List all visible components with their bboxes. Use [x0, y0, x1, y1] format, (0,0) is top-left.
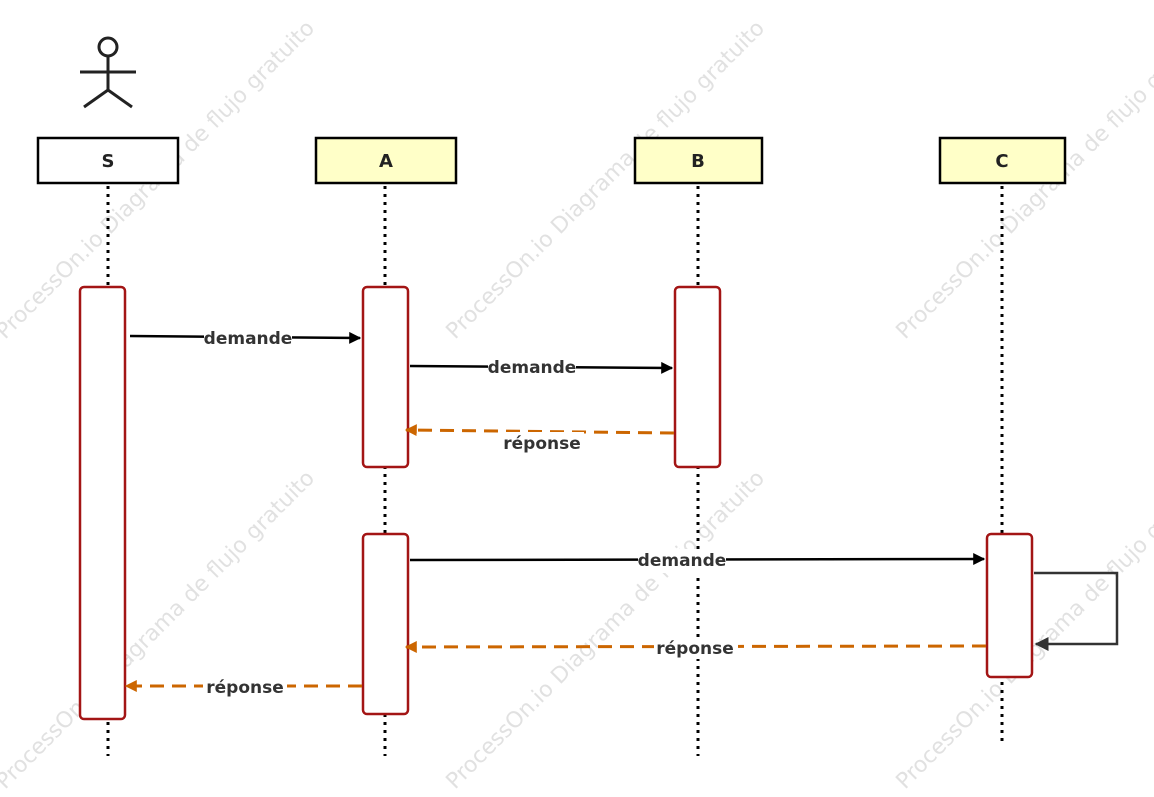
message-label: réponse — [656, 639, 734, 659]
participant-box[interactable] — [36, 136, 180, 185]
message-label: demande — [638, 551, 727, 571]
participant-c[interactable]: C — [938, 136, 1067, 185]
message-a-to-c[interactable]: demande — [409, 549, 986, 573]
activation-b[interactable] — [673, 285, 722, 469]
message-label: demande — [204, 329, 293, 349]
message-label: demande — [488, 358, 577, 378]
activation-a-2[interactable] — [361, 532, 410, 716]
participant-box[interactable] — [938, 136, 1067, 185]
actor-icon — [80, 36, 136, 109]
message-a-to-s[interactable]: réponse — [124, 676, 362, 698]
participant-a[interactable]: A — [314, 136, 458, 185]
participant-label: S — [102, 151, 115, 172]
watermark: ProcessOn.io Diagrama de flujo gratuito — [0, 466, 320, 794]
message-b-to-a[interactable]: réponse — [404, 424, 675, 454]
participant-box[interactable] — [314, 136, 458, 185]
watermark-layer: ProcessOn.io Diagrama de flujo gratuito … — [0, 16, 1154, 794]
activation-c[interactable] — [985, 532, 1034, 679]
message-label: réponse — [503, 434, 581, 454]
activation-a-1[interactable] — [361, 285, 410, 469]
message-a-to-b[interactable]: demande — [409, 356, 674, 380]
watermark: ProcessOn.io Diagrama de flujo gratuito — [442, 466, 770, 794]
message-c-self[interactable] — [1034, 571, 1119, 651]
participant-label: B — [691, 151, 705, 172]
participant-s[interactable]: S — [36, 136, 180, 185]
message-label: réponse — [206, 678, 284, 698]
message-c-to-a[interactable]: réponse — [404, 637, 987, 659]
participant-b[interactable]: B — [633, 136, 764, 185]
participant-label: A — [379, 151, 393, 172]
participant-box[interactable] — [633, 136, 764, 185]
participant-label: C — [995, 151, 1008, 172]
message-s-to-a[interactable]: demande — [129, 326, 362, 350]
activation-s[interactable] — [78, 285, 127, 721]
